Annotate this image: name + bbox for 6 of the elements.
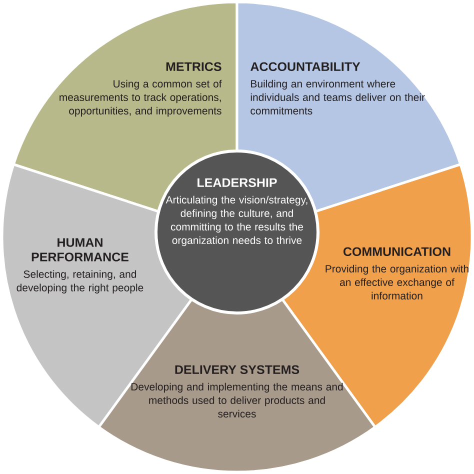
segment-label: ACCOUNTABILITY Building an environment where individuals and teams deliver on their commitments [250, 62, 425, 115]
segment-label: DELIVERY SYSTEMS Developing and implementing the means and methods used to deliver products and services [131, 365, 343, 418]
segment-label: METRICS Using a common set of measurements to track operations, opportunities, and improvements [60, 62, 222, 117]
segment-label: COMMUNICATION Providing the organization with an effective exchange of information [326, 247, 468, 300]
segment-label: LEADERSHIP Articulating the vision/strategy, defining the culture, and committing to the results the organization needs to thrive [166, 178, 308, 246]
segment-label: HUMAN PERFORMANCE Selecting, retaining, and developing the right people [16, 238, 144, 294]
